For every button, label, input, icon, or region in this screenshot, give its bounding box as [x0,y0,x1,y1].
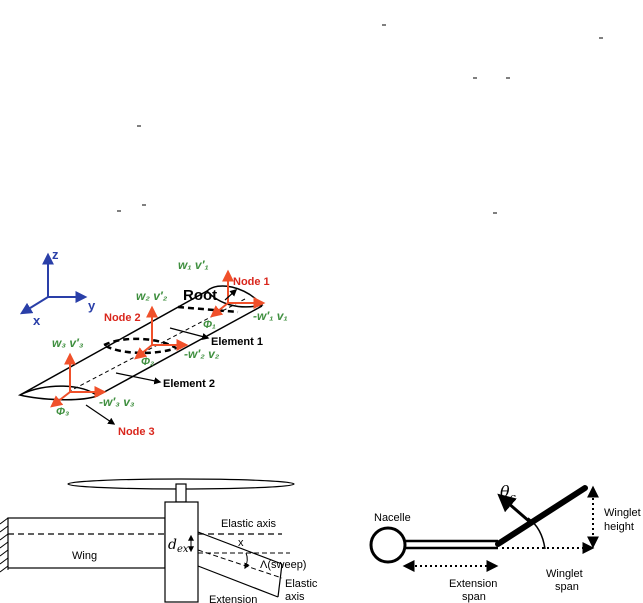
sweep-arc [244,552,250,570]
cant-normal-arrow [497,493,531,524]
node3-leader [85,404,116,425]
node2-dofs [134,305,189,360]
sweep-label: Λ(sweep) [260,559,306,571]
x-axis [19,296,49,315]
elastic-axis-top-label: Elastic axis [221,518,277,530]
winglet-height-label-2: height [604,521,634,533]
element1-label: Element 1 [211,336,263,348]
wing-fe-diagram: z y x [17,247,288,438]
winglet-height-label-1: Winglet [604,507,641,519]
y-axis-label: y [88,298,96,313]
extension-label: Extension [209,594,257,603]
node2-section-dashed [103,337,179,355]
winglet-span-label-2: span [555,581,579,593]
extension-beams [197,531,283,598]
theta-c-symbol: θc [500,482,516,504]
node2-phi: Φ₂ [141,356,154,368]
z-axis-label: z [52,247,59,262]
node1-label: Node 1 [233,276,270,288]
winglet [495,485,588,547]
coordinate-axes [19,252,88,315]
winglet-view: θc Nacelle Winglet height Extension span… [369,482,641,603]
x-axis-label: x [33,313,41,328]
extension-span-label-2: span [462,591,486,603]
elastic-axis-bottom-label-2: axis [285,591,305,603]
node3-dofs [50,352,107,408]
winglet-span-label-1: Winglet [546,568,583,580]
node3-side-dof: -w′₃ v₃ [99,395,135,409]
wing-label: Wing [72,550,97,562]
node3-top-dof: w₃ v′₃ [52,336,84,350]
node1-top-dof: w₁ v′₁ [178,258,209,272]
node3-phi: Φ₃ [56,406,69,418]
element2-label: Element 2 [163,378,215,390]
element1-leader [169,327,210,341]
propeller-hub [175,483,187,503]
element2-leader [115,372,162,385]
node2-side-dof: -w′₂ v₂ [184,347,220,361]
dex-symbol: dex [168,537,189,555]
nacelle-label: Nacelle [374,512,411,524]
elastic-axis-bottom-label-1: Elastic [285,578,318,590]
x-label: x [238,537,244,549]
cant-arc [527,517,546,550]
node2-top-dof: w₂ v′₂ [136,289,168,303]
node1-phi: Φ₁ [203,319,216,331]
root-leader [224,289,238,301]
extension-planform: Wing dex Elastic axis x Λ(sweep) Elastic… [0,478,318,603]
stray-marks [117,24,603,214]
root-label: Root [183,287,217,304]
node3-label: Node 3 [118,426,155,438]
extension-span-label-1: Extension [449,578,497,590]
wall-hatching [0,517,9,573]
node1-side-dof: -w′₁ v₁ [253,309,288,323]
extension-elastic-axis [197,549,283,579]
nacelle-circle [369,526,407,564]
node2-label: Node 2 [104,312,141,324]
node1-section-dashed [177,305,239,314]
